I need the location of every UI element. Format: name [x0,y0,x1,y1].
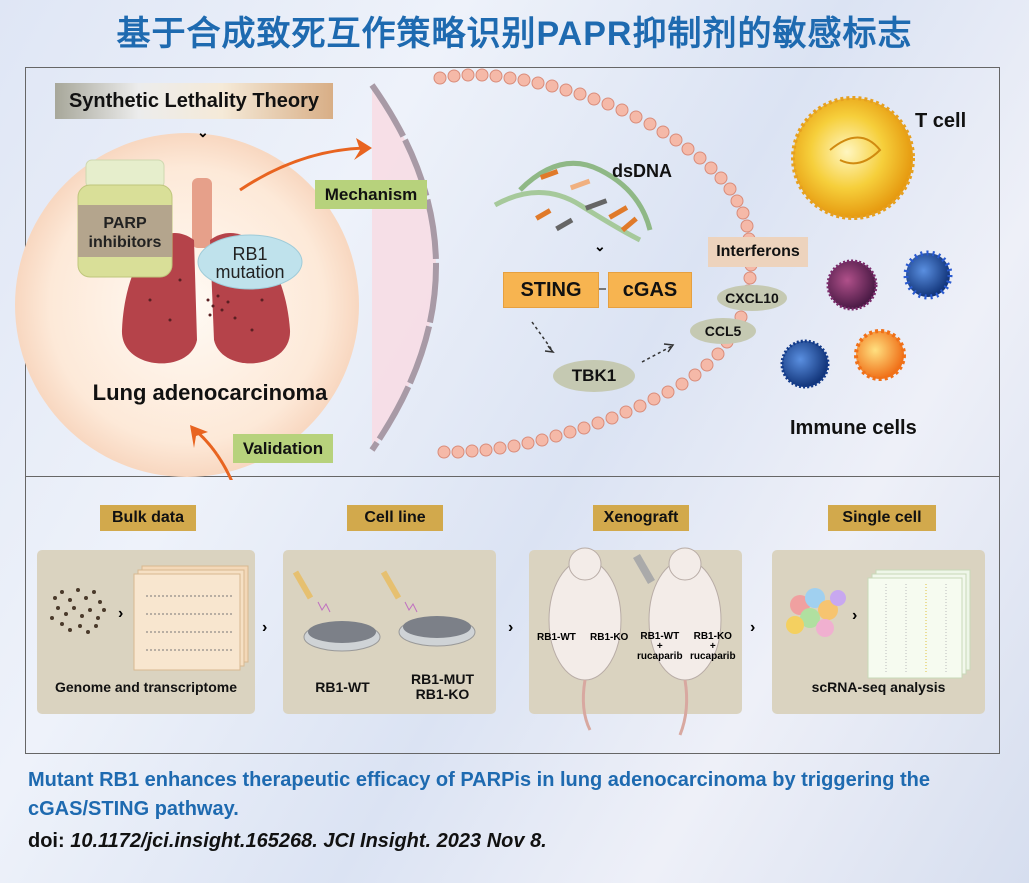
cxcl10-ellipse: CXCL10 [717,285,787,311]
workflow-illustrations: › › › › › [50,547,971,736]
syringe-icon [633,554,655,584]
interferons-box: Interferons [708,237,808,267]
dsdna-label: dsDNA [612,161,673,181]
singlecell-caption: scRNA-seq analysis [811,679,946,695]
cell-membrane [369,83,439,452]
rb1-ellipse [197,234,303,290]
immune-cell-blue [780,339,830,389]
mechanism-arrow [239,146,366,192]
matrix-sheets [867,569,971,679]
svg-text:›: › [852,607,857,624]
mouse-label-3: RB1-WT+rucaparib [637,631,683,662]
immune-cell-dendritic [903,250,953,300]
bulk-caption: Genome and transcriptome [54,679,238,695]
chevron-down-icon: ⌄ [594,238,606,254]
step-label-bulk: Bulk data [100,505,196,531]
cellline-caption-wt: RB1-WT [315,679,370,695]
paper-title: Mutant RB1 enhances therapeutic efficacy… [28,769,931,820]
svg-text:›: › [262,619,267,636]
sting-box: STING [503,272,599,308]
citation: doi: 10.1172/jci.insight.165268. JCI Ins… [28,830,547,852]
chevron-down-icon: ⌄ [197,124,209,140]
svg-text:›: › [750,619,755,636]
validation-arrow [194,428,233,480]
lung-adenocarcinoma-label: Lung adenocarcinoma [92,380,328,405]
genome-dots [50,588,106,634]
doi-text: 10.1172/jci.insight.165268. JCI Insight.… [70,830,547,852]
step-label-singlecell: Single cell [828,505,936,531]
svg-text:›: › [508,619,513,636]
t-cell-label: T cell [915,110,967,132]
immune-cell-orange [854,329,906,381]
mouse-label-4: RB1-KO+rucaparib [690,631,736,662]
cellline-caption-mut: RB1-MUT RB1-KO [411,671,474,702]
mouse-label-1: RB1-WT [537,632,576,643]
parp-label: PARP inhibitors [88,215,162,251]
parp-bottle-illustration [77,159,173,278]
rb1-mutation-label: RB1 mutation [215,244,285,282]
mechanism-tag: Mechanism [315,180,427,209]
step-label-cellline: Cell line [347,505,443,531]
step-label-xenograft: Xenograft [593,505,689,531]
cell-cluster [786,588,846,637]
workflow-panel [25,477,1000,754]
data-sheets [133,565,249,671]
immune-cell-purple [826,259,878,311]
dsdna-helix [493,160,653,243]
synthetic-lethality-banner: Synthetic Lethality Theory [55,83,333,119]
petri-dishes [292,570,476,652]
mouse-label-2: RB1-KO [590,632,629,643]
t-cell-illustration [791,96,915,220]
page-title: 基于合成致死互作策略识别PAPR抑制剂的敏感标志 [116,15,913,53]
ccl5-ellipse: CCL5 [690,318,756,344]
mechanism-illustration [15,68,953,480]
cgas-box: cGAS [608,272,692,308]
svg-text:›: › [118,605,123,622]
tbk1-ellipse: TBK1 [553,360,635,392]
validation-tag: Validation [233,434,333,463]
immune-cells-label: Immune cells [790,417,917,439]
